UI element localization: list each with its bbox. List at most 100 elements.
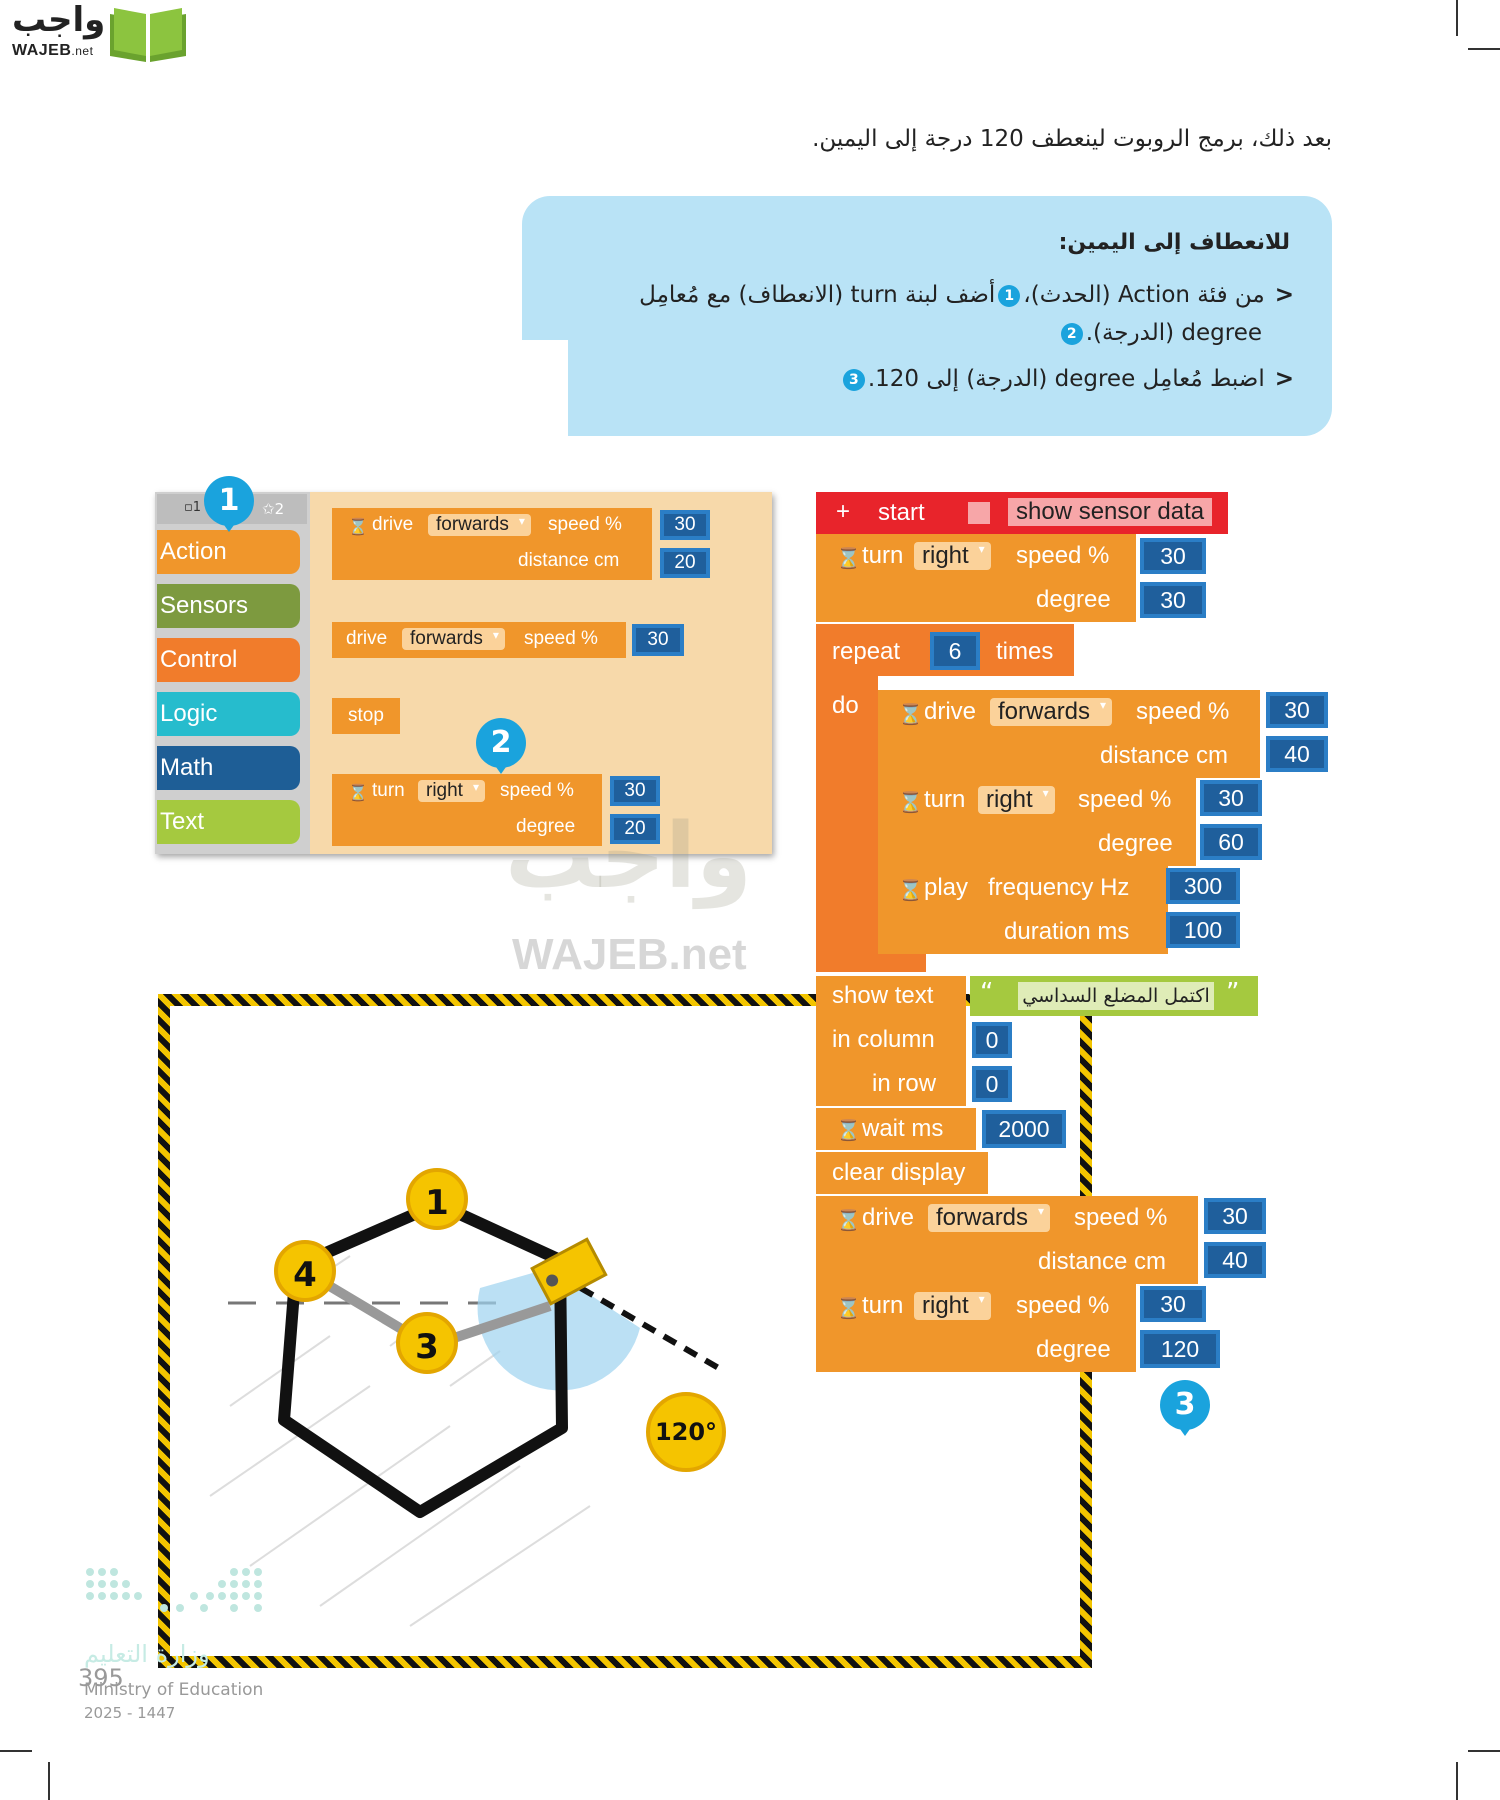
callout-line-1: <من فئة Action (الحدث)،1أضف لبنة turn (ا…: [639, 282, 1294, 308]
page-number: 395: [78, 1664, 124, 1692]
crop-mark: [1456, 1762, 1458, 1800]
direction-dropdown[interactable]: forwards: [928, 1204, 1051, 1232]
step-marker-3: 3: [1160, 1380, 1210, 1436]
toolbox-stop-block[interactable]: stop: [332, 698, 400, 734]
ministry-name-arabic: وزارة التعليم: [84, 1640, 210, 1668]
value-input[interactable]: 20: [610, 814, 660, 844]
text-string-block[interactable]: “ اكتمل المضلع السداسي ”: [970, 976, 1258, 1016]
toggle-checkbox[interactable]: [968, 502, 990, 524]
hourglass-icon: ⌛: [836, 548, 861, 570]
academic-year: 2025 - 1447: [84, 1704, 176, 1722]
turn-block-outer[interactable]: ⌛ turn right speed % degree: [816, 1284, 1136, 1372]
display-text-input[interactable]: اكتمل المضلع السداسي: [1018, 982, 1214, 1010]
toolbox-drive-block[interactable]: ⌛ drive forwards speed % distance cm: [332, 508, 652, 580]
hourglass-icon: ⌛: [898, 880, 923, 902]
category-logic[interactable]: Logic: [157, 692, 300, 736]
start-block[interactable]: + start show sensor data: [816, 492, 1228, 534]
repeat-count-input[interactable]: 6: [930, 632, 980, 670]
repeat-label: repeat: [832, 638, 901, 665]
logo-arabic: واجب: [12, 0, 106, 40]
row-input[interactable]: 0: [972, 1066, 1012, 1102]
hourglass-icon: ⌛: [898, 704, 923, 726]
toolbox-icon-left[interactable]: ▫1: [184, 500, 202, 515]
direction-dropdown[interactable]: forwards: [402, 628, 505, 650]
hourglass-icon: ⌛: [348, 519, 368, 536]
direction-dropdown[interactable]: right: [914, 542, 991, 570]
value-input[interactable]: 300: [1166, 868, 1240, 904]
show-sensor-data-toggle[interactable]: show sensor data: [1008, 498, 1213, 526]
show-text-block[interactable]: show text in column in row: [816, 976, 966, 1106]
crop-mark: [0, 1750, 32, 1752]
direction-dropdown[interactable]: right: [978, 786, 1055, 814]
value-input[interactable]: 20: [660, 548, 710, 578]
wait-block[interactable]: ⌛ wait ms: [816, 1108, 976, 1150]
value-input[interactable]: 30: [1266, 692, 1328, 728]
watermark: واجب: [505, 804, 752, 909]
book-icon: [110, 8, 186, 62]
hourglass-icon: ⌛: [836, 1120, 861, 1142]
value-input[interactable]: 30: [1140, 582, 1206, 618]
category-action[interactable]: Action: [157, 530, 300, 574]
ministry-logo: [86, 1568, 262, 1612]
hourglass-icon: ⌛: [836, 1210, 861, 1232]
category-sensors[interactable]: Sensors: [157, 584, 300, 628]
value-input[interactable]: 30: [1200, 780, 1262, 816]
value-input[interactable]: 30: [1140, 538, 1206, 574]
do-label: do: [832, 692, 859, 719]
drive-block-inner[interactable]: ⌛ drive forwards speed % distance cm: [878, 690, 1260, 778]
add-icon: +: [836, 498, 851, 525]
diagram-point-3: 3: [396, 1312, 458, 1374]
repeat-block-spine: [816, 676, 878, 956]
value-input[interactable]: 2000: [982, 1110, 1066, 1148]
value-input[interactable]: 30: [610, 776, 660, 806]
crop-mark: [1456, 0, 1458, 36]
value-input[interactable]: 30: [632, 624, 684, 656]
intro-text: بعد ذلك، برمج الروبوت لينعطف 120 درجة إل…: [812, 126, 1332, 152]
close-quote-icon: ”: [1226, 978, 1240, 1008]
category-math[interactable]: Math: [157, 746, 300, 790]
turn-block-inner[interactable]: ⌛ turn right speed % degree: [878, 778, 1196, 866]
value-input[interactable]: 30: [1140, 1286, 1206, 1322]
play-block[interactable]: ⌛ play frequency Hz duration ms: [878, 866, 1168, 954]
value-input[interactable]: 40: [1204, 1242, 1266, 1278]
diagram-point-4: 4: [274, 1240, 336, 1302]
ministry-name-english: Ministry of Education: [84, 1680, 264, 1700]
hourglass-icon: ⌛: [898, 792, 923, 814]
callout-notch: [522, 340, 568, 440]
diagram-point-1: 1: [406, 1168, 468, 1230]
step-marker-2: 2: [476, 718, 526, 774]
toolbox-icon-right[interactable]: ✩2: [262, 500, 285, 518]
hourglass-icon: ⌛: [348, 785, 368, 802]
watermark-en: WAJEB.net: [512, 930, 747, 979]
value-input[interactable]: 40: [1266, 736, 1328, 772]
crop-mark: [1468, 48, 1500, 50]
value-input[interactable]: 100: [1166, 912, 1240, 948]
callout-line-2: <اضبط مُعامِل degree (الدرجة) إلى 120.3: [840, 360, 1294, 398]
callout-title: للانعطاف إلى اليمين:: [1058, 230, 1290, 255]
value-input[interactable]: 60: [1200, 824, 1262, 860]
category-control[interactable]: Control: [157, 638, 300, 682]
clear-display-block[interactable]: clear display: [816, 1152, 988, 1194]
direction-dropdown[interactable]: forwards: [990, 698, 1113, 726]
hourglass-icon: ⌛: [836, 1298, 861, 1320]
column-input[interactable]: 0: [972, 1022, 1012, 1058]
toolbox-turn-block[interactable]: ⌛ turn right speed % degree: [332, 774, 602, 846]
toolbox-drive-block-2[interactable]: drive forwards speed %: [332, 622, 626, 658]
turn-angle-badge: 120°: [646, 1392, 726, 1472]
value-input[interactable]: 30: [1204, 1198, 1266, 1234]
turn-block-1[interactable]: ⌛ turn right speed % degree: [816, 534, 1136, 622]
direction-dropdown[interactable]: right: [418, 780, 485, 802]
category-text[interactable]: Text: [157, 800, 300, 844]
open-quote-icon: “: [980, 978, 994, 1008]
instruction-callout: للانعطاف إلى اليمين: <من فئة Action (الح…: [522, 196, 1332, 436]
direction-dropdown[interactable]: forwards: [428, 514, 531, 536]
crop-mark: [1468, 1750, 1500, 1752]
degree-input-120[interactable]: 120: [1140, 1330, 1220, 1368]
crop-mark: [48, 1762, 50, 1800]
logo-english: WAJEB.net: [12, 42, 94, 59]
value-input[interactable]: 30: [660, 510, 710, 540]
callout-line-1b: degree (الدرجة).2: [1058, 314, 1262, 352]
drive-block-outer[interactable]: ⌛ drive forwards speed % distance cm: [816, 1196, 1198, 1284]
times-label: times: [996, 638, 1054, 665]
direction-dropdown[interactable]: right: [914, 1292, 991, 1320]
